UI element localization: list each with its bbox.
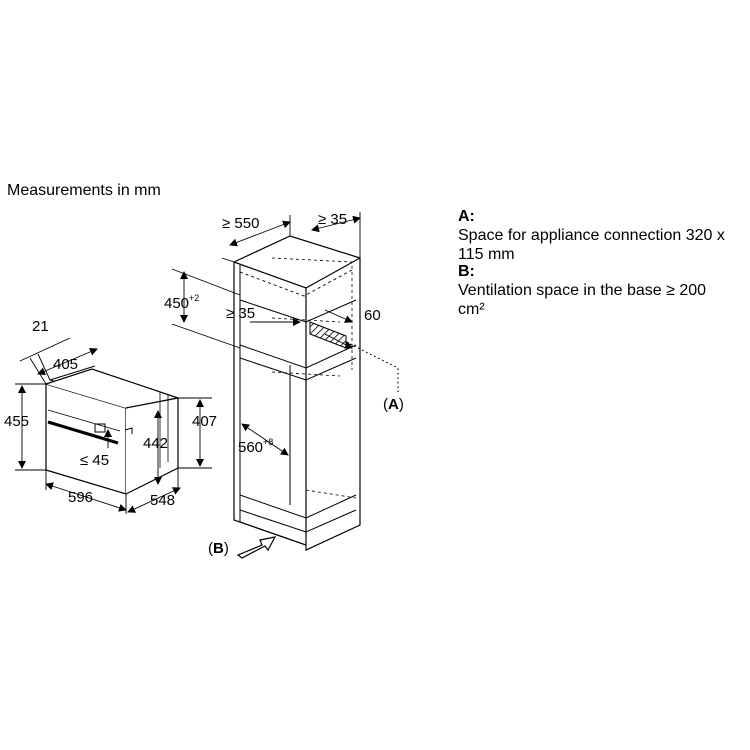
cabinet-drawing bbox=[233, 235, 361, 551]
dim-cabinet-depth: ≥ 550 bbox=[222, 215, 259, 232]
dim-height-base: 450+2 bbox=[164, 293, 199, 312]
legend-key-b: B: bbox=[458, 263, 475, 280]
dim-vent: 60 bbox=[364, 307, 381, 324]
label-a: (A) bbox=[383, 396, 404, 413]
legend-text-b: Ventilation space in the base ≥ 200 cm² bbox=[458, 282, 707, 318]
appliance-display bbox=[94, 423, 106, 433]
dim-depth: 548 bbox=[150, 492, 175, 509]
ventilation-arrow-b bbox=[236, 536, 277, 559]
cabinet-dim-labels: ≥ 550 ≥ 35 450+2 ≥ 35 60 560+8 (A) (B) bbox=[164, 211, 404, 557]
appliance-side bbox=[125, 397, 179, 495]
legend-text-a: Space for appliance connection 320 x 115… bbox=[458, 227, 725, 263]
dim-height-right: 407 bbox=[192, 413, 217, 430]
dim-height-outer: 455 bbox=[4, 413, 29, 430]
page-title: Measurements in mm bbox=[7, 182, 161, 199]
dim-height-inner: 442 bbox=[143, 435, 168, 452]
legend-item-b: B: Ventilation space in the base ≥ 200 cm… bbox=[458, 262, 750, 319]
cabinet-plinth bbox=[239, 510, 307, 546]
connection-space-a bbox=[309, 321, 347, 349]
dim-depth-front: 21 bbox=[32, 318, 49, 335]
dim-width-base: 560+8 bbox=[238, 437, 273, 456]
cabinet-dimensions bbox=[171, 212, 361, 456]
cabinet-outline bbox=[233, 235, 361, 551]
appliance-dim-labels: 21 405 455 442 407 ≤ 45 596 548 bbox=[4, 318, 217, 509]
dim-panel: ≤ 45 bbox=[80, 452, 109, 469]
dim-width: 596 bbox=[68, 489, 93, 506]
appliance-dimensions bbox=[15, 337, 212, 514]
dim-gap: ≥ 35 bbox=[226, 305, 255, 322]
dim-cabinet-side: ≥ 35 bbox=[318, 211, 347, 228]
appliance-handle bbox=[47, 420, 119, 445]
cabinet-top-niche bbox=[239, 269, 353, 297]
legend-item-a: A: Space for appliance connection 320 x 1… bbox=[458, 207, 750, 264]
legend-key-a: A: bbox=[458, 208, 475, 225]
leader-a bbox=[345, 341, 399, 392]
dim-top-depth: 405 bbox=[53, 356, 78, 373]
label-b: (B) bbox=[208, 540, 229, 557]
